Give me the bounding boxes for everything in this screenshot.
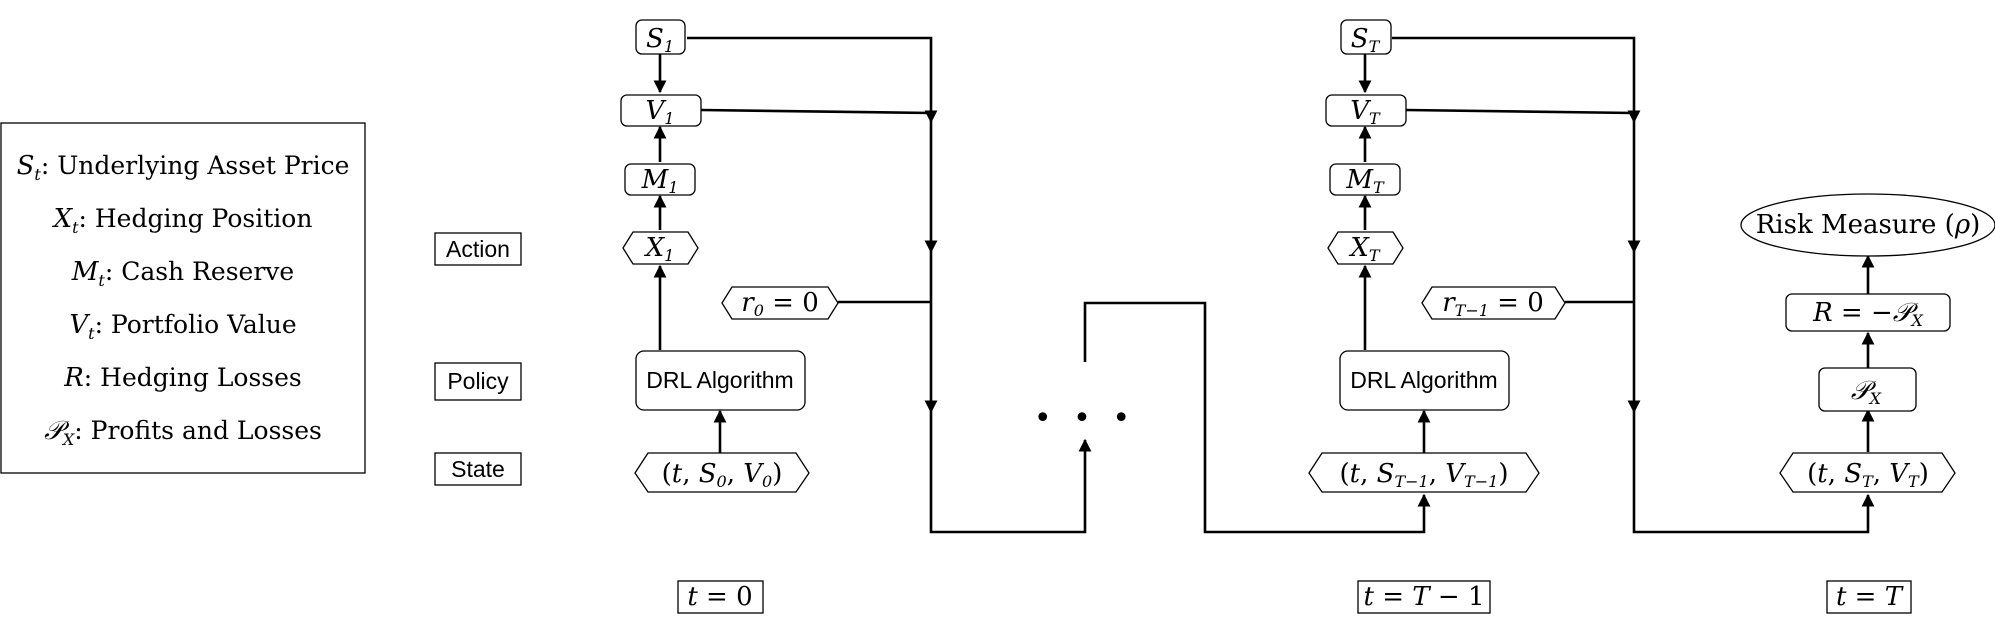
node-r-equals-label: R = −𝒫X <box>1812 298 1923 330</box>
node-reward-r0-label: r0 = 0 <box>741 288 818 320</box>
row-label-action: Action <box>434 232 522 266</box>
line-bus-to-ellipsis <box>929 412 1092 534</box>
node-xt: XT <box>1327 231 1404 265</box>
legend-item-hedging-losses: R: Hedging Losses <box>63 363 302 393</box>
node-risk-measure: Risk Measure (ρ) <box>1740 193 1995 257</box>
node-xt-label: XT <box>1348 233 1381 265</box>
time-label-t-text: t = T <box>1836 582 1904 612</box>
final-column: Risk Measure (ρ) R = −𝒫X 𝒫X (t, ST, VT) … <box>1740 193 1995 614</box>
time-label-t1-text: t = T − 1 <box>1364 582 1485 612</box>
node-mt: MT <box>1329 163 1401 197</box>
time-label-0: t = 0 <box>677 580 764 614</box>
row-label-policy: Policy <box>434 362 522 401</box>
line-ellipsis-to-state-t1 <box>1083 301 1431 534</box>
node-risk-measure-label: Risk Measure (ρ) <box>1756 210 1981 240</box>
node-state-0-label: (t, S0, V0) <box>662 459 783 491</box>
node-x1-label: X1 <box>644 233 675 265</box>
node-reward-r0: r0 = 0 <box>721 286 839 320</box>
node-s1: S1 <box>635 19 686 56</box>
node-reward-rt1: rT−1 = 0 <box>1421 286 1566 320</box>
node-p-x: 𝒫X <box>1818 367 1917 412</box>
line-st-to-bus <box>1392 36 1641 124</box>
legend-item-hedging-position: Xt: Hedging Position <box>52 204 313 237</box>
ellipsis-dots: • • • <box>1034 401 1136 436</box>
node-p-x-label: 𝒫X <box>1851 376 1882 408</box>
legend-panel: St: Underlying Asset Price Xt: Hedging P… <box>0 122 366 474</box>
time-label-t: t = T <box>1826 580 1912 614</box>
node-st-label: ST <box>1351 24 1381 56</box>
line-vt-to-bus <box>1405 108 1635 115</box>
node-drl-0-label: DRL Algorithm <box>646 367 793 393</box>
line-s1-to-bus <box>687 36 938 124</box>
connector-lines <box>653 36 1875 534</box>
node-final-state: (t, ST, VT) <box>1779 452 1956 493</box>
node-state-t1: (t, ST−1, VT−1) <box>1308 452 1540 493</box>
node-drl-0: DRL Algorithm <box>635 350 806 411</box>
legend-box <box>0 122 366 474</box>
node-mt-label: MT <box>1345 165 1385 197</box>
node-x1: X1 <box>622 231 699 265</box>
legend-item-portfolio-value: Vt: Portfolio Value <box>69 310 296 343</box>
line-bus-to-final-state <box>1632 412 1875 534</box>
row-label-action-text: Action <box>446 236 510 262</box>
node-m1-label: M1 <box>641 165 679 197</box>
legend-item-profits-losses: 𝒫X: Profits and Losses <box>44 416 322 449</box>
node-st: ST <box>1340 19 1392 56</box>
node-s1-label: S1 <box>646 24 674 56</box>
step-0-column: S1 V1 M1 X1 r0 = 0 DRL Algorithm (t, S0,… <box>620 19 839 614</box>
node-drl-t1: DRL Algorithm <box>1339 350 1510 411</box>
node-drl-t1-label: DRL Algorithm <box>1350 367 1497 393</box>
node-final-state-label: (t, ST, VT) <box>1807 459 1929 491</box>
node-r-equals: R = −𝒫X <box>1785 293 1951 332</box>
legend-item-underlying-price: St: Underlying Asset Price <box>17 151 350 184</box>
node-vt: VT <box>1325 94 1407 128</box>
node-reward-rt1-label: rT−1 = 0 <box>1442 288 1544 320</box>
time-label-t1: t = T − 1 <box>1357 580 1491 614</box>
step-t1-column: ST VT MT XT rT−1 = 0 DRL Algorithm (t, S… <box>1308 19 1566 614</box>
line-v1-to-bus <box>700 108 932 115</box>
node-v1: V1 <box>620 94 702 128</box>
row-label-state: State <box>434 452 522 486</box>
node-vt-label: VT <box>1350 96 1381 128</box>
time-label-0-text: t = 0 <box>687 582 752 612</box>
node-m1: M1 <box>624 163 696 197</box>
legend-item-cash-reserve: Mt: Cash Reserve <box>71 257 294 290</box>
row-label-policy-text: Policy <box>447 368 509 394</box>
row-label-state-text: State <box>451 456 505 482</box>
node-v1-label: V1 <box>646 96 675 128</box>
node-state-t1-label: (t, ST−1, VT−1) <box>1340 459 1509 491</box>
node-state-0: (t, S0, V0) <box>634 452 810 493</box>
